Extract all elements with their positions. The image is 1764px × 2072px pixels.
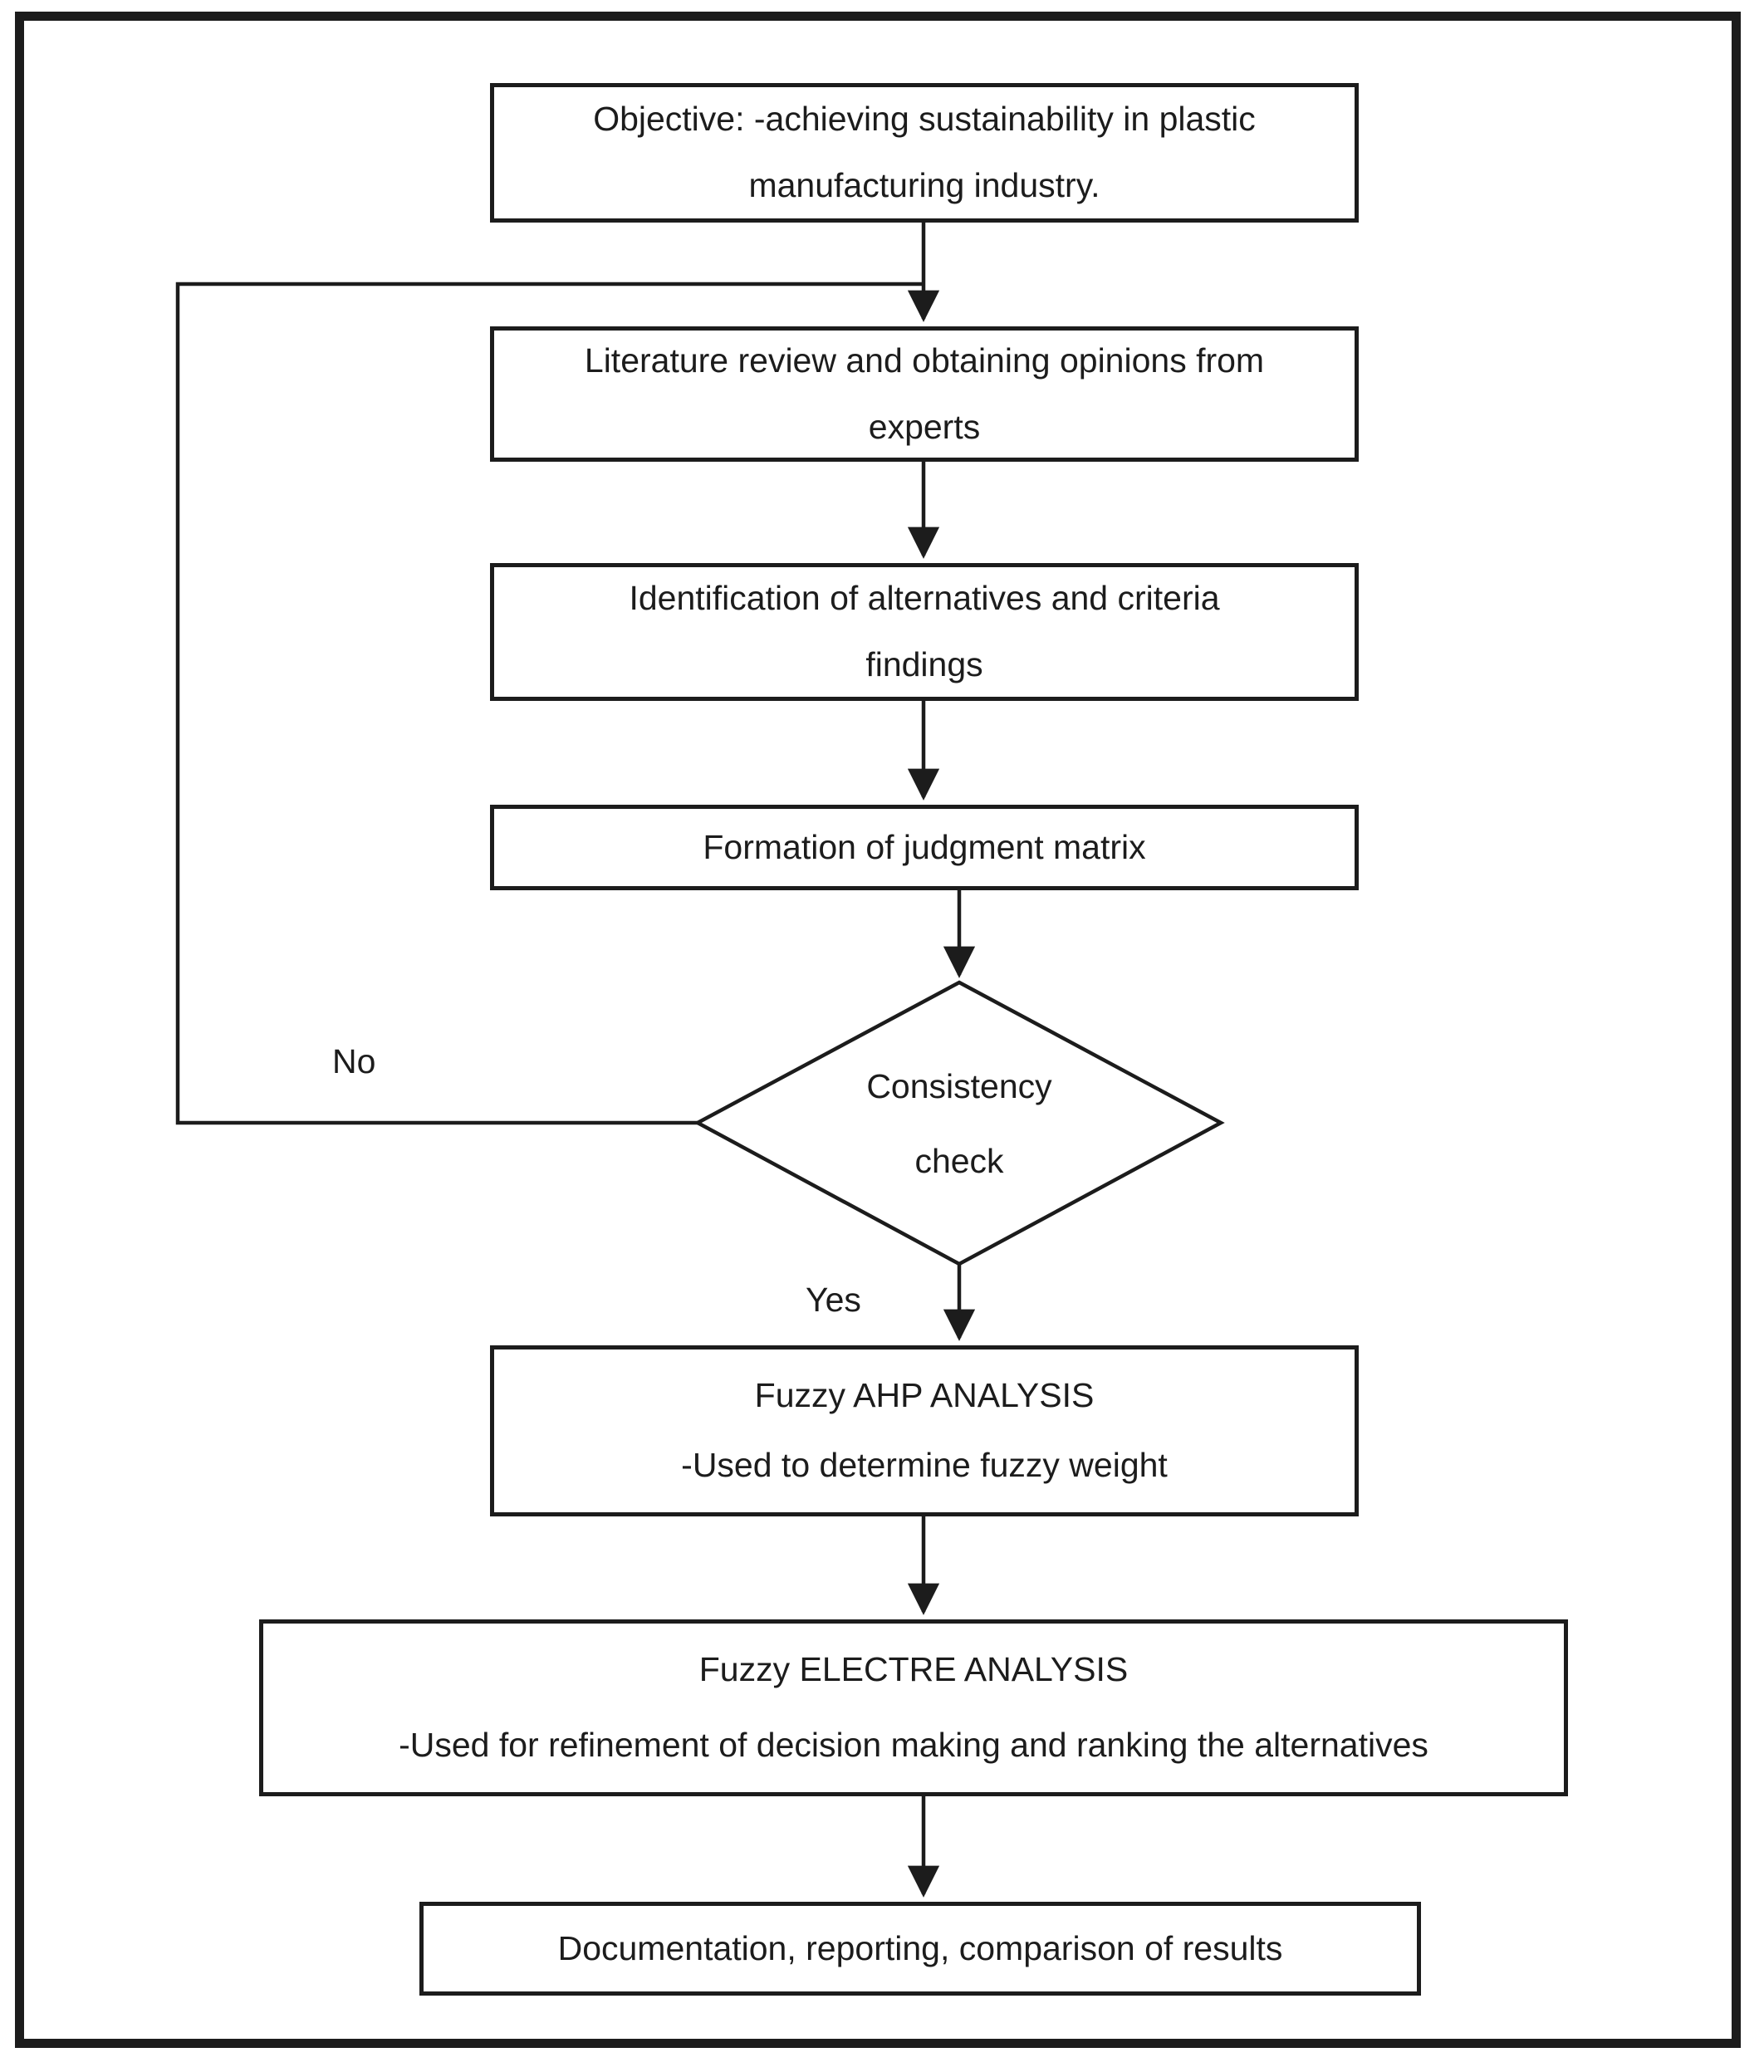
outer-frame <box>15 12 1741 2048</box>
node-objective-line1: Objective: -achieving sustainability in … <box>593 100 1256 139</box>
node-identification-line1: Identification of alternatives and crite… <box>629 579 1220 618</box>
node-identification: Identification of alternatives and crite… <box>490 563 1359 701</box>
node-objective: Objective: -achieving sustainability in … <box>490 83 1359 223</box>
node-literature-review-line1: Literature review and obtaining opinions… <box>584 340 1265 380</box>
edge-no-loop <box>175 282 924 1125</box>
node-literature-review: Literature review and obtaining opinions… <box>490 326 1359 462</box>
node-identification-line2: findings <box>865 645 983 683</box>
node-fuzzy-electre-description: -Used for refinement of decision making … <box>399 1726 1428 1765</box>
node-fuzzy-ahp-description: -Used to determine fuzzy weight <box>681 1446 1168 1485</box>
no-branch-label: No <box>332 1042 376 1080</box>
consistency-check-diamond <box>693 980 1225 1266</box>
node-documentation: Documentation, reporting, comparison of … <box>419 1902 1421 1996</box>
node-judgment-matrix-label: Formation of judgment matrix <box>703 827 1146 866</box>
node-objective-line2: manufacturing industry. <box>748 166 1100 204</box>
node-fuzzy-ahp: Fuzzy AHP ANALYSIS -Used to determine fu… <box>490 1345 1359 1516</box>
node-fuzzy-electre: Fuzzy ELECTRE ANALYSIS -Used for refinem… <box>259 1619 1568 1796</box>
node-fuzzy-electre-title: Fuzzy ELECTRE ANALYSIS <box>698 1650 1129 1688</box>
node-judgment-matrix: Formation of judgment matrix <box>490 805 1359 890</box>
yes-branch-label: Yes <box>806 1281 861 1319</box>
node-consistency-check-label: Consistency check <box>710 987 1208 1261</box>
consistency-check-line2: check <box>914 1142 1004 1180</box>
node-fuzzy-ahp-title: Fuzzy AHP ANALYSIS <box>754 1376 1095 1414</box>
node-literature-review-line2: experts <box>868 407 981 446</box>
consistency-check-line1: Consistency <box>866 1066 1052 1105</box>
node-documentation-label: Documentation, reporting, comparison of … <box>557 1928 1283 1967</box>
